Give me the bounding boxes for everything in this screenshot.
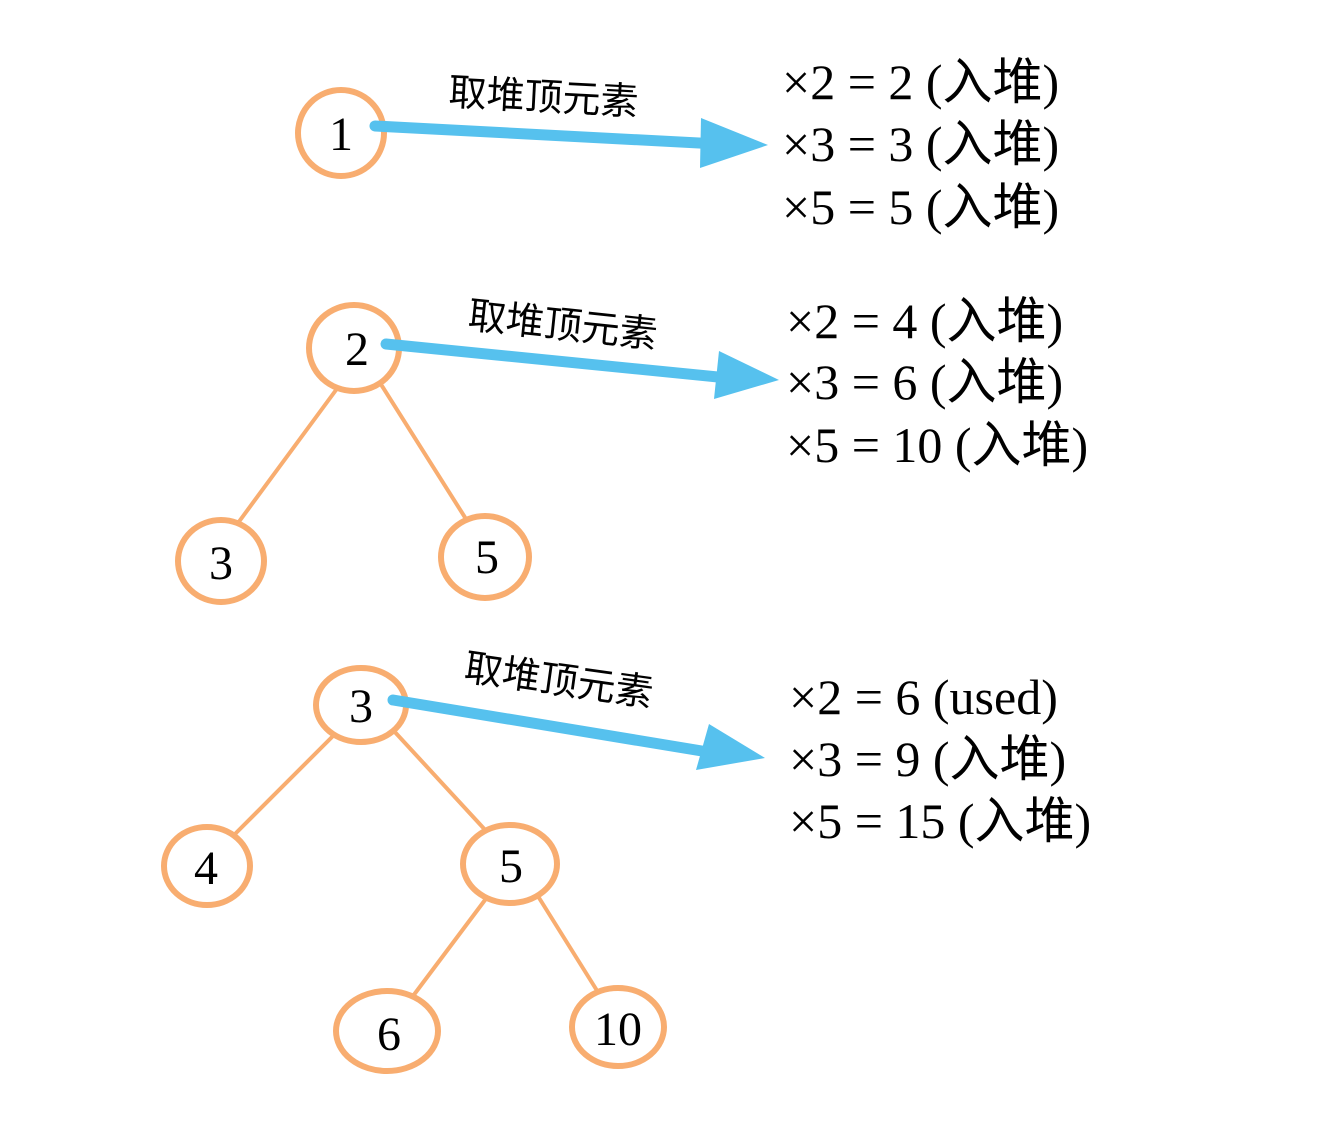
heap-node-label: 10 — [594, 1003, 642, 1056]
heap-node-label: 5 — [499, 840, 523, 893]
result-line: ×5 = 15 (入堆) — [789, 793, 1091, 849]
pop-top-caption: 取堆顶元素 — [448, 70, 640, 124]
tree-edge — [236, 388, 338, 525]
result-line: ×3 = 6 (入堆) — [786, 354, 1063, 410]
result-line: ×2 = 4 (入堆) — [786, 293, 1063, 349]
heap-node-step3-left: 4 — [161, 824, 253, 908]
tree-edge — [534, 891, 603, 999]
heap-node-step2-left: 3 — [175, 517, 267, 605]
step-2: 2 3 5 取堆顶元素 ×2 = 4 (入堆) ×3 = 6 (入堆) ×5 =… — [175, 293, 1088, 605]
heap-node-step3-right-left: 6 — [333, 988, 441, 1074]
result-line: ×3 = 9 (入堆) — [789, 731, 1066, 787]
result-line: ×2 = 2 (入堆) — [782, 54, 1059, 110]
heap-node-step3-right: 5 — [460, 822, 560, 906]
tree-edge — [391, 728, 490, 835]
step-1: 1 取堆顶元素 ×2 = 2 (入堆) ×3 = 3 (入堆) ×5 = 5 (… — [295, 54, 1059, 235]
heap-node-label: 4 — [194, 842, 218, 895]
heap-node-step1-root: 1 — [295, 87, 387, 179]
result-line: ×5 = 5 (入堆) — [782, 179, 1059, 235]
heap-node-step3-right-right: 10 — [569, 985, 667, 1069]
heap-node-label: 5 — [475, 531, 499, 584]
tree-edge — [230, 733, 336, 839]
pop-arrow-step1 — [369, 118, 768, 168]
heap-node-label: 2 — [345, 323, 369, 376]
tree-edge — [411, 898, 487, 998]
pop-arrow-step3 — [387, 694, 765, 770]
result-line: ×2 = 6 (used) — [789, 669, 1058, 725]
heap-node-step2-right: 5 — [438, 513, 532, 601]
result-line: ×3 = 3 (入堆) — [782, 116, 1059, 172]
heap-node-label: 1 — [329, 108, 353, 161]
heap-node-step3-root: 3 — [313, 665, 409, 745]
result-line: ×5 = 10 (入堆) — [786, 417, 1088, 473]
tree-edge — [380, 384, 468, 521]
pop-top-caption: 取堆顶元素 — [462, 645, 656, 715]
pop-top-caption: 取堆顶元素 — [466, 293, 660, 357]
step-3: 3 4 5 6 10 取堆顶元素 ×2 = 6 (used) ×3 = 9 (入… — [161, 645, 1091, 1074]
heap-node-label: 3 — [209, 537, 233, 590]
pop-arrow-step2 — [380, 338, 779, 399]
heap-node-label: 3 — [349, 680, 373, 733]
heap-node-label: 6 — [377, 1008, 401, 1061]
